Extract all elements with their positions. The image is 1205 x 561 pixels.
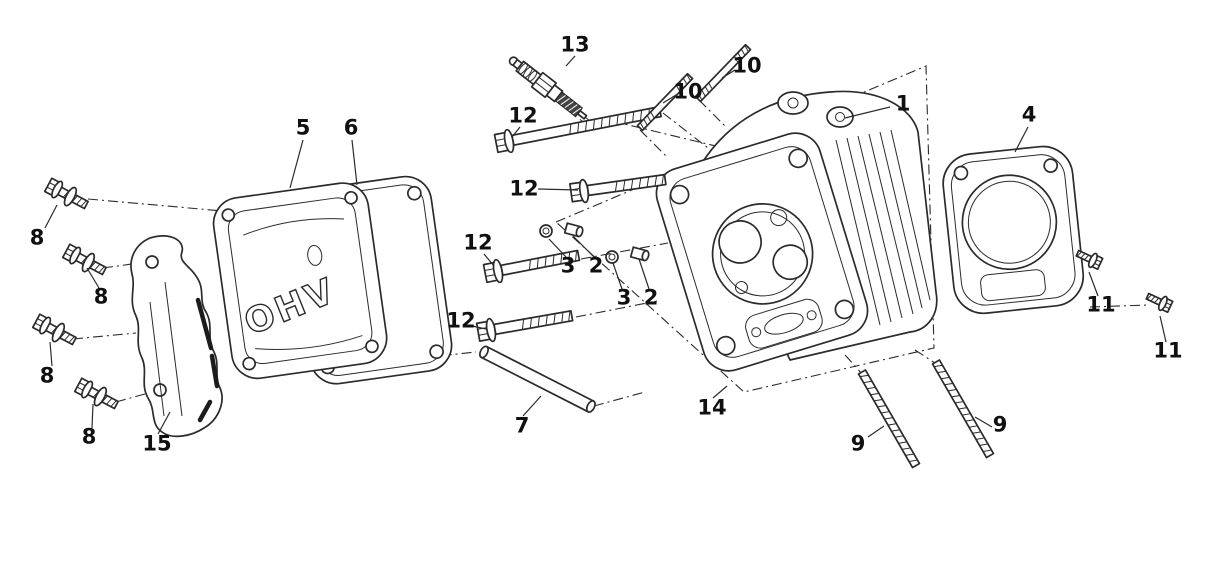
valve-disc [718,220,762,264]
cylinder-head-drawing [655,90,938,372]
centerline [593,391,646,407]
o-ring-drawing [539,224,553,238]
cylinder-gasket-drawing [942,145,1085,315]
part-label-4: 4 [1021,102,1037,127]
centerline [662,112,713,152]
part-label-8: 8 [39,363,55,388]
part-label-10: 10 [673,79,703,104]
cap-drawing [563,222,584,238]
cooling-fins [835,129,931,326]
centerline [1089,304,1149,308]
gasket-bore [961,174,1058,271]
flange-bolt-drawing [476,304,574,343]
part-label-9: 9 [992,412,1008,437]
valve-disc [772,244,809,281]
cylinder-head-face [655,132,869,372]
port-opening [764,312,804,335]
part-label-2: 2 [643,285,659,310]
part-label-14: 14 [697,395,727,420]
part-label-8: 8 [93,284,109,309]
long-stud-drawing [857,369,921,469]
part-label-12: 12 [446,308,476,333]
part-label-7: 7 [514,413,530,438]
leader-lines [44,55,1167,438]
centerline [639,129,669,159]
washer-bolt-drawing [72,375,122,415]
spark-plug-drawing [508,56,591,126]
part-label-1: 1 [895,91,911,116]
long-stud-drawing [931,359,995,459]
part-label-6: 6 [343,115,359,140]
washer-bolt-drawing [60,241,110,281]
part-label-11: 11 [1086,292,1116,317]
part-label-5: 5 [295,115,311,140]
part-label-9: 9 [850,431,866,456]
part-label-13: 13 [560,32,590,57]
centerline [115,391,153,403]
cap-drawing [629,246,650,262]
valve-cover-drawing: OHV [212,182,388,380]
part-label-8: 8 [81,424,97,449]
part-label-12: 12 [508,103,538,128]
flange-bolt-drawing [570,168,667,204]
part-label-12: 12 [509,176,539,201]
small-bolt-drawing [1143,288,1175,315]
part-label-10: 10 [732,53,762,78]
rocker-post [826,106,854,128]
o-ring-drawing [605,250,619,264]
centerline [72,332,137,340]
washer-bolt-drawing [30,311,80,351]
tube-drawing [479,345,596,413]
part-label-11: 11 [1153,338,1183,363]
centerline [87,198,235,213]
air-shroud-drawing [130,235,223,438]
washer-bolt-drawing [42,175,92,215]
part-label-12: 12 [463,230,493,255]
centerline [698,99,728,129]
part-label-3: 3 [616,285,632,310]
centerline [580,242,669,260]
part-label-8: 8 [29,225,45,250]
centerline [102,261,147,269]
part-label-15: 15 [142,431,172,456]
part-label-2: 2 [588,253,604,278]
part-label-3: 3 [560,253,576,278]
centerline [575,300,658,318]
rocker-post [777,91,809,115]
